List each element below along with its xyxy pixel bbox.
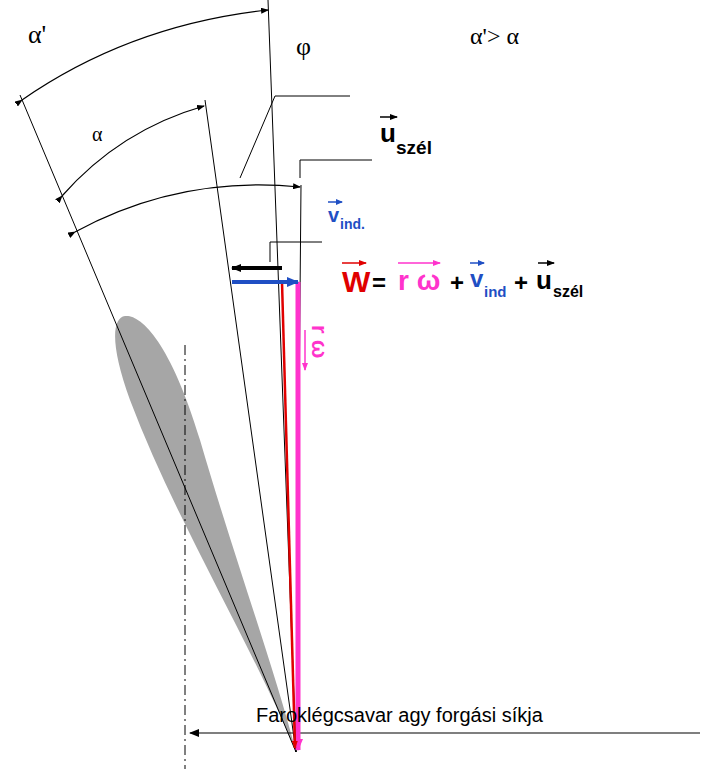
angle-label: α <box>92 124 102 144</box>
vector-symbol: u <box>380 120 396 146</box>
vector-symbol: r ω <box>398 267 440 295</box>
angle-label: φ <box>296 34 311 60</box>
angle-label: α'> α <box>470 24 519 48</box>
vector-symbol: = <box>372 271 386 295</box>
plane-label: Faroklégcsavar agy forgási síkja <box>256 705 543 725</box>
vector-symbol: ind <box>484 284 507 299</box>
vector-symbol: u <box>536 267 552 293</box>
vector-symbol: + <box>514 271 528 295</box>
vector-symbol: ind. <box>340 217 365 231</box>
vector-symbol: v <box>328 205 339 225</box>
vector-symbol: W <box>342 267 370 297</box>
vector-symbol: szél <box>553 284 583 300</box>
vector-symbol: r ω <box>308 325 330 358</box>
vector-symbol: szél <box>396 138 432 157</box>
vector-symbol: + <box>450 271 464 295</box>
angle-label: α' <box>28 22 46 48</box>
vector-symbol: v <box>470 267 483 291</box>
